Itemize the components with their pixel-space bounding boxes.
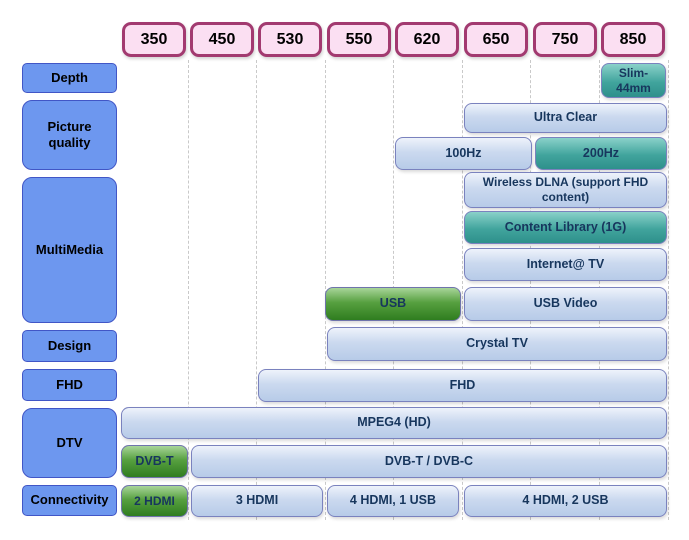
feature-bar-dvb-t: DVB-T	[121, 445, 188, 478]
feature-bar-3-hdmi: 3 HDMI	[191, 485, 323, 517]
model-chip-620: 620	[395, 22, 459, 57]
column-gridline	[256, 60, 257, 520]
category-dtv: DTV	[22, 408, 117, 478]
model-chip-530: 530	[258, 22, 322, 57]
category-fhd: FHD	[22, 369, 117, 401]
column-gridline	[668, 60, 669, 520]
feature-bar-200hz: 200Hz	[535, 137, 667, 170]
model-chip-850: 850	[601, 22, 665, 57]
model-chip-750: 750	[533, 22, 597, 57]
feature-bar-fhd: FHD	[258, 369, 667, 402]
category-connectivity: Connectivity	[22, 485, 117, 516]
model-chip-450: 450	[190, 22, 254, 57]
feature-bar-usb: USB	[325, 287, 461, 321]
feature-bar-mpeg4-hd: MPEG4 (HD)	[121, 407, 667, 439]
feature-bar-4-hdmi-2-usb: 4 HDMI, 2 USB	[464, 485, 667, 517]
feature-bar-dvb-t-dvb-c: DVB-T / DVB-C	[191, 445, 667, 478]
category-depth: Depth	[22, 63, 117, 93]
column-gridline	[462, 60, 463, 520]
category-design: Design	[22, 330, 117, 362]
feature-bar-crystal-tv: Crystal TV	[327, 327, 667, 361]
category-picture-quality: Picture quality	[22, 100, 117, 170]
model-chip-550: 550	[327, 22, 391, 57]
model-chip-350: 350	[122, 22, 186, 57]
feature-bar-usb-video: USB Video	[464, 287, 667, 321]
feature-bar-wireless-dlna: Wireless DLNA (support FHD content)	[464, 172, 667, 208]
feature-bar-ultra-clear: Ultra Clear	[464, 103, 667, 133]
feature-bar-4-hdmi-1-usb: 4 HDMI, 1 USB	[327, 485, 459, 517]
feature-bar-100hz: 100Hz	[395, 137, 532, 170]
model-chip-650: 650	[464, 22, 528, 57]
column-gridline	[188, 60, 189, 520]
feature-bar-content-library: Content Library (1G)	[464, 211, 667, 244]
category-multimedia: MultiMedia	[22, 177, 117, 323]
feature-bar-internet-tv: Internet@ TV	[464, 248, 667, 281]
feature-bar-slim-44mm: Slim-44mm	[601, 63, 666, 98]
feature-bar-2-hdmi: 2 HDMI	[121, 485, 188, 517]
